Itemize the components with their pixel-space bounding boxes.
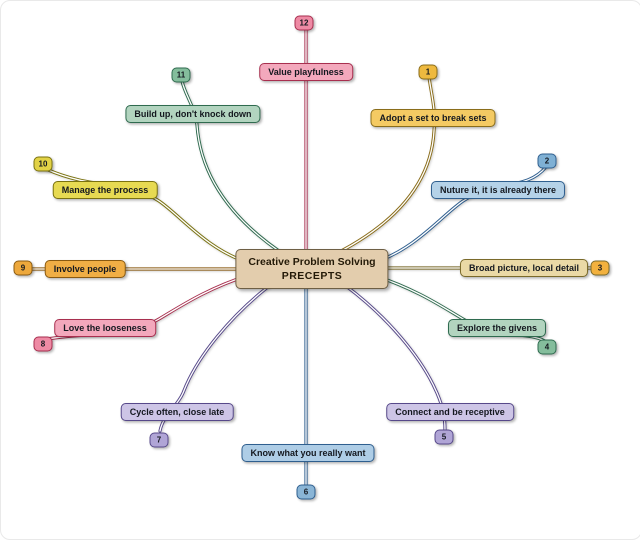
branch-label-manage-the-process[interactable]: Manage the process <box>52 181 158 199</box>
branch-label-involve-people[interactable]: Involve people <box>44 260 126 278</box>
branch-number-6[interactable]: 6 <box>296 484 316 500</box>
branch-label-know-what-you-want[interactable]: Know what you really want <box>241 444 375 462</box>
connector-branch-11 <box>180 79 293 261</box>
connector-branch-2 <box>371 165 548 265</box>
branch-number-2[interactable]: 2 <box>537 153 557 169</box>
branch-number-12[interactable]: 12 <box>294 15 314 31</box>
branch-label-build-up[interactable]: Build up, don't knock down <box>125 105 261 123</box>
center-title-line2: PRECEPTS <box>281 270 343 282</box>
branch-label-connect-receptive[interactable]: Connect and be receptive <box>386 403 514 421</box>
branch-number-9[interactable]: 9 <box>13 260 33 276</box>
branch-label-cycle-often[interactable]: Cycle often, close late <box>120 403 234 421</box>
branch-label-value-playfulness[interactable]: Value playfulness <box>259 63 353 81</box>
branch-number-7[interactable]: 7 <box>149 432 169 448</box>
branch-number-5[interactable]: 5 <box>434 429 454 445</box>
center-topic[interactable]: Creative Problem Solving PRECEPTS <box>235 249 389 289</box>
center-title-line1: Creative Problem Solving <box>248 256 376 268</box>
branch-label-love-the-looseness[interactable]: Love the looseness <box>54 319 156 337</box>
branch-number-1[interactable]: 1 <box>418 64 438 80</box>
branch-label-broad-picture[interactable]: Broad picture, local detail <box>459 259 589 277</box>
branch-label-explore-the-givens[interactable]: Explore the givens <box>447 319 547 337</box>
branch-number-8[interactable]: 8 <box>33 336 53 352</box>
branch-number-11[interactable]: 11 <box>171 67 191 83</box>
branch-number-10[interactable]: 10 <box>33 156 53 172</box>
connector-branch-1 <box>319 75 437 263</box>
branch-number-3[interactable]: 3 <box>590 260 610 276</box>
branch-number-4[interactable]: 4 <box>537 339 557 355</box>
branch-label-adopt-a-set[interactable]: Adopt a set to break sets <box>370 109 496 127</box>
branch-label-nuture-it[interactable]: Nuture it, it is already there <box>430 181 566 199</box>
